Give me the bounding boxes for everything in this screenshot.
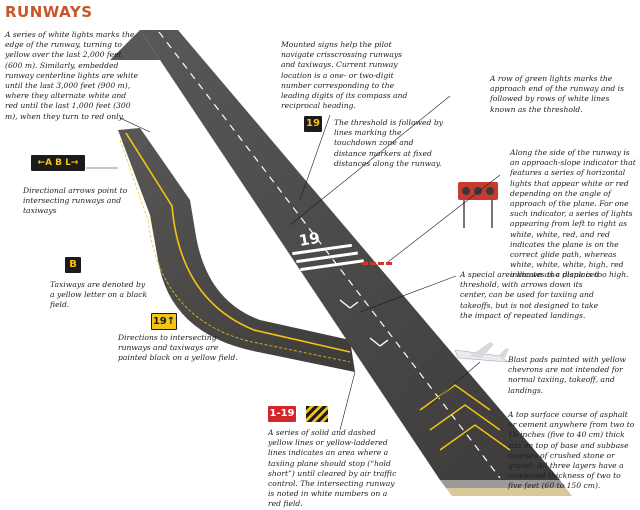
runway: 19 [110,30,560,480]
pavement-layers [440,480,572,496]
note-surface: A top surface course of asphalt or cemen… [508,410,635,491]
blast-pad-chevrons [419,384,511,451]
hold-short-sign: 1-19 [268,406,296,422]
taxiway [118,128,355,372]
runway-number: 19 [298,229,322,250]
approach-lights [362,262,392,265]
runway-location-sign: 19 [304,116,322,132]
taxiway-letter-sign: B [65,257,81,273]
hold-line-sign [306,406,328,422]
approach-slope-indicator [458,182,498,228]
note-hold-lines: A series of solid and dashed yellow line… [268,428,397,509]
note-directions: Directions to intersecting runways and t… [118,333,238,363]
note-threshold: The threshold is followed by lines marki… [334,118,443,168]
displaced-threshold-arrows [339,299,389,347]
note-mounted-signs: Mounted signs help the pilot navigate cr… [281,40,408,111]
note-directional-arrows: Directional arrows point to intersecting… [23,186,128,216]
directional-arrow-sign: ←A B L→ [31,155,85,171]
page-title: RUNWAYS [5,3,93,21]
note-green-lights: A row of green lights marks the approach… [490,74,625,114]
threshold-stripes [292,243,364,272]
note-displaced-threshold: A special area known as a displaced thre… [460,270,600,320]
note-blast-pads: Blast pads painted with yellow chevrons … [508,355,626,395]
note-approach-slope: Along the side of the runway is an appro… [510,148,636,280]
direction-19-sign: 19↑ [151,313,177,330]
airplane-icon [454,342,509,363]
leader-lines [86,95,501,431]
note-taxiways: Taxiways are denoted by a yellow letter … [50,280,148,310]
note-edge-lights: A series of white lights marks the edge … [5,30,139,121]
